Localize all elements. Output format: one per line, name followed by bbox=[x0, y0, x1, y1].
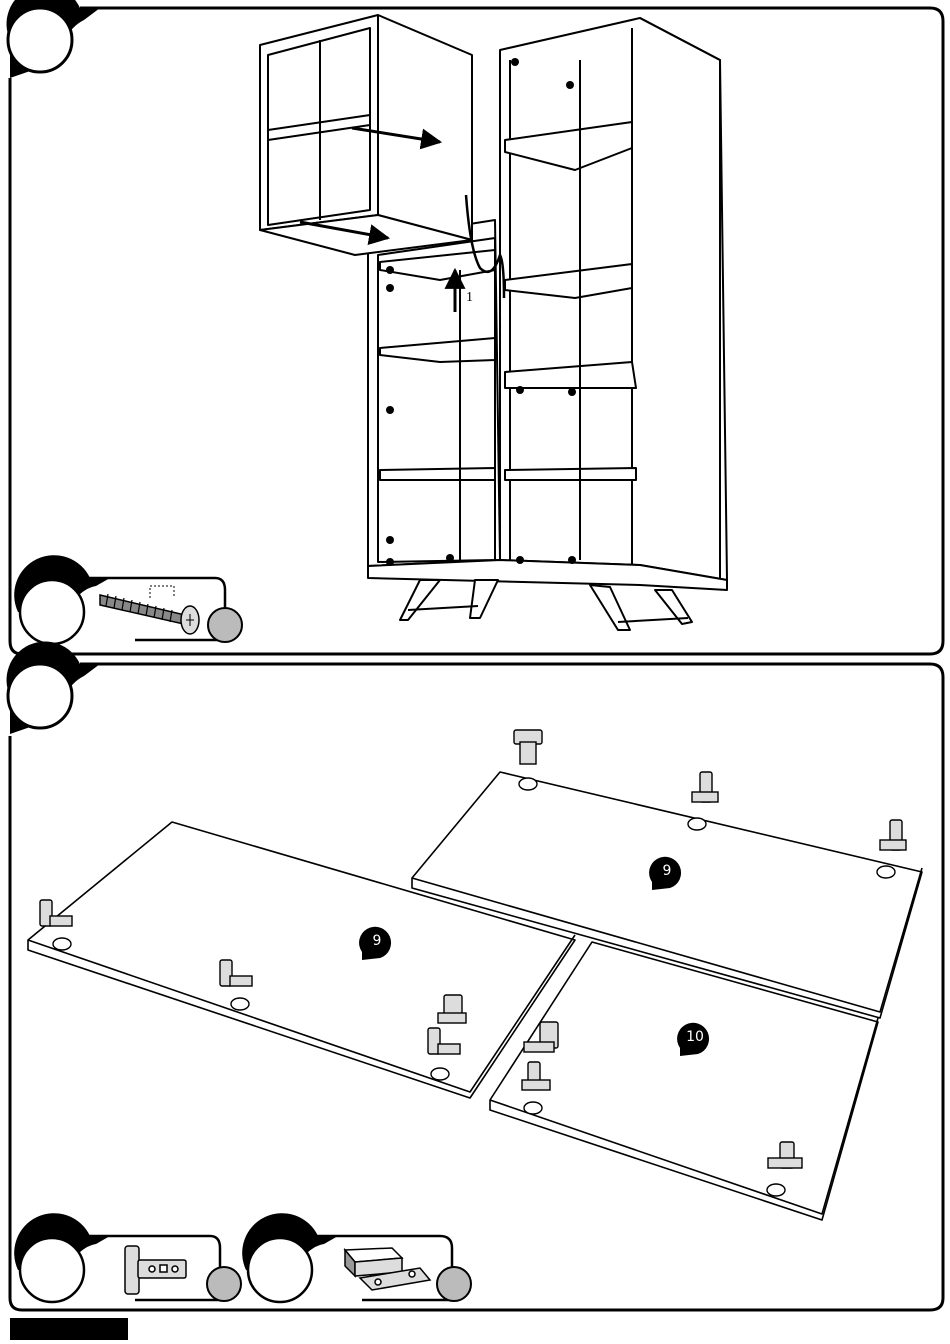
hinge-plate-icon bbox=[345, 1248, 430, 1290]
panel-label-9a: 9 bbox=[362, 933, 392, 949]
cabinet-illustration bbox=[260, 15, 727, 630]
arrow-label: 1 bbox=[466, 290, 473, 306]
hinge-icon bbox=[125, 1246, 186, 1294]
panel-label-10: 10 bbox=[680, 1029, 710, 1045]
panel-label-9b: 9 bbox=[652, 863, 682, 879]
screw-icon bbox=[100, 594, 199, 634]
footer-bar bbox=[10, 1318, 128, 1340]
step1-part-id-badge bbox=[208, 608, 242, 642]
step2-number-circle bbox=[8, 664, 72, 728]
step2-part-callout-plate bbox=[242, 1213, 471, 1302]
step1-number-circle bbox=[8, 8, 72, 72]
step2-part-callout-hinge bbox=[14, 1213, 241, 1302]
step1-part-callout bbox=[14, 555, 242, 644]
